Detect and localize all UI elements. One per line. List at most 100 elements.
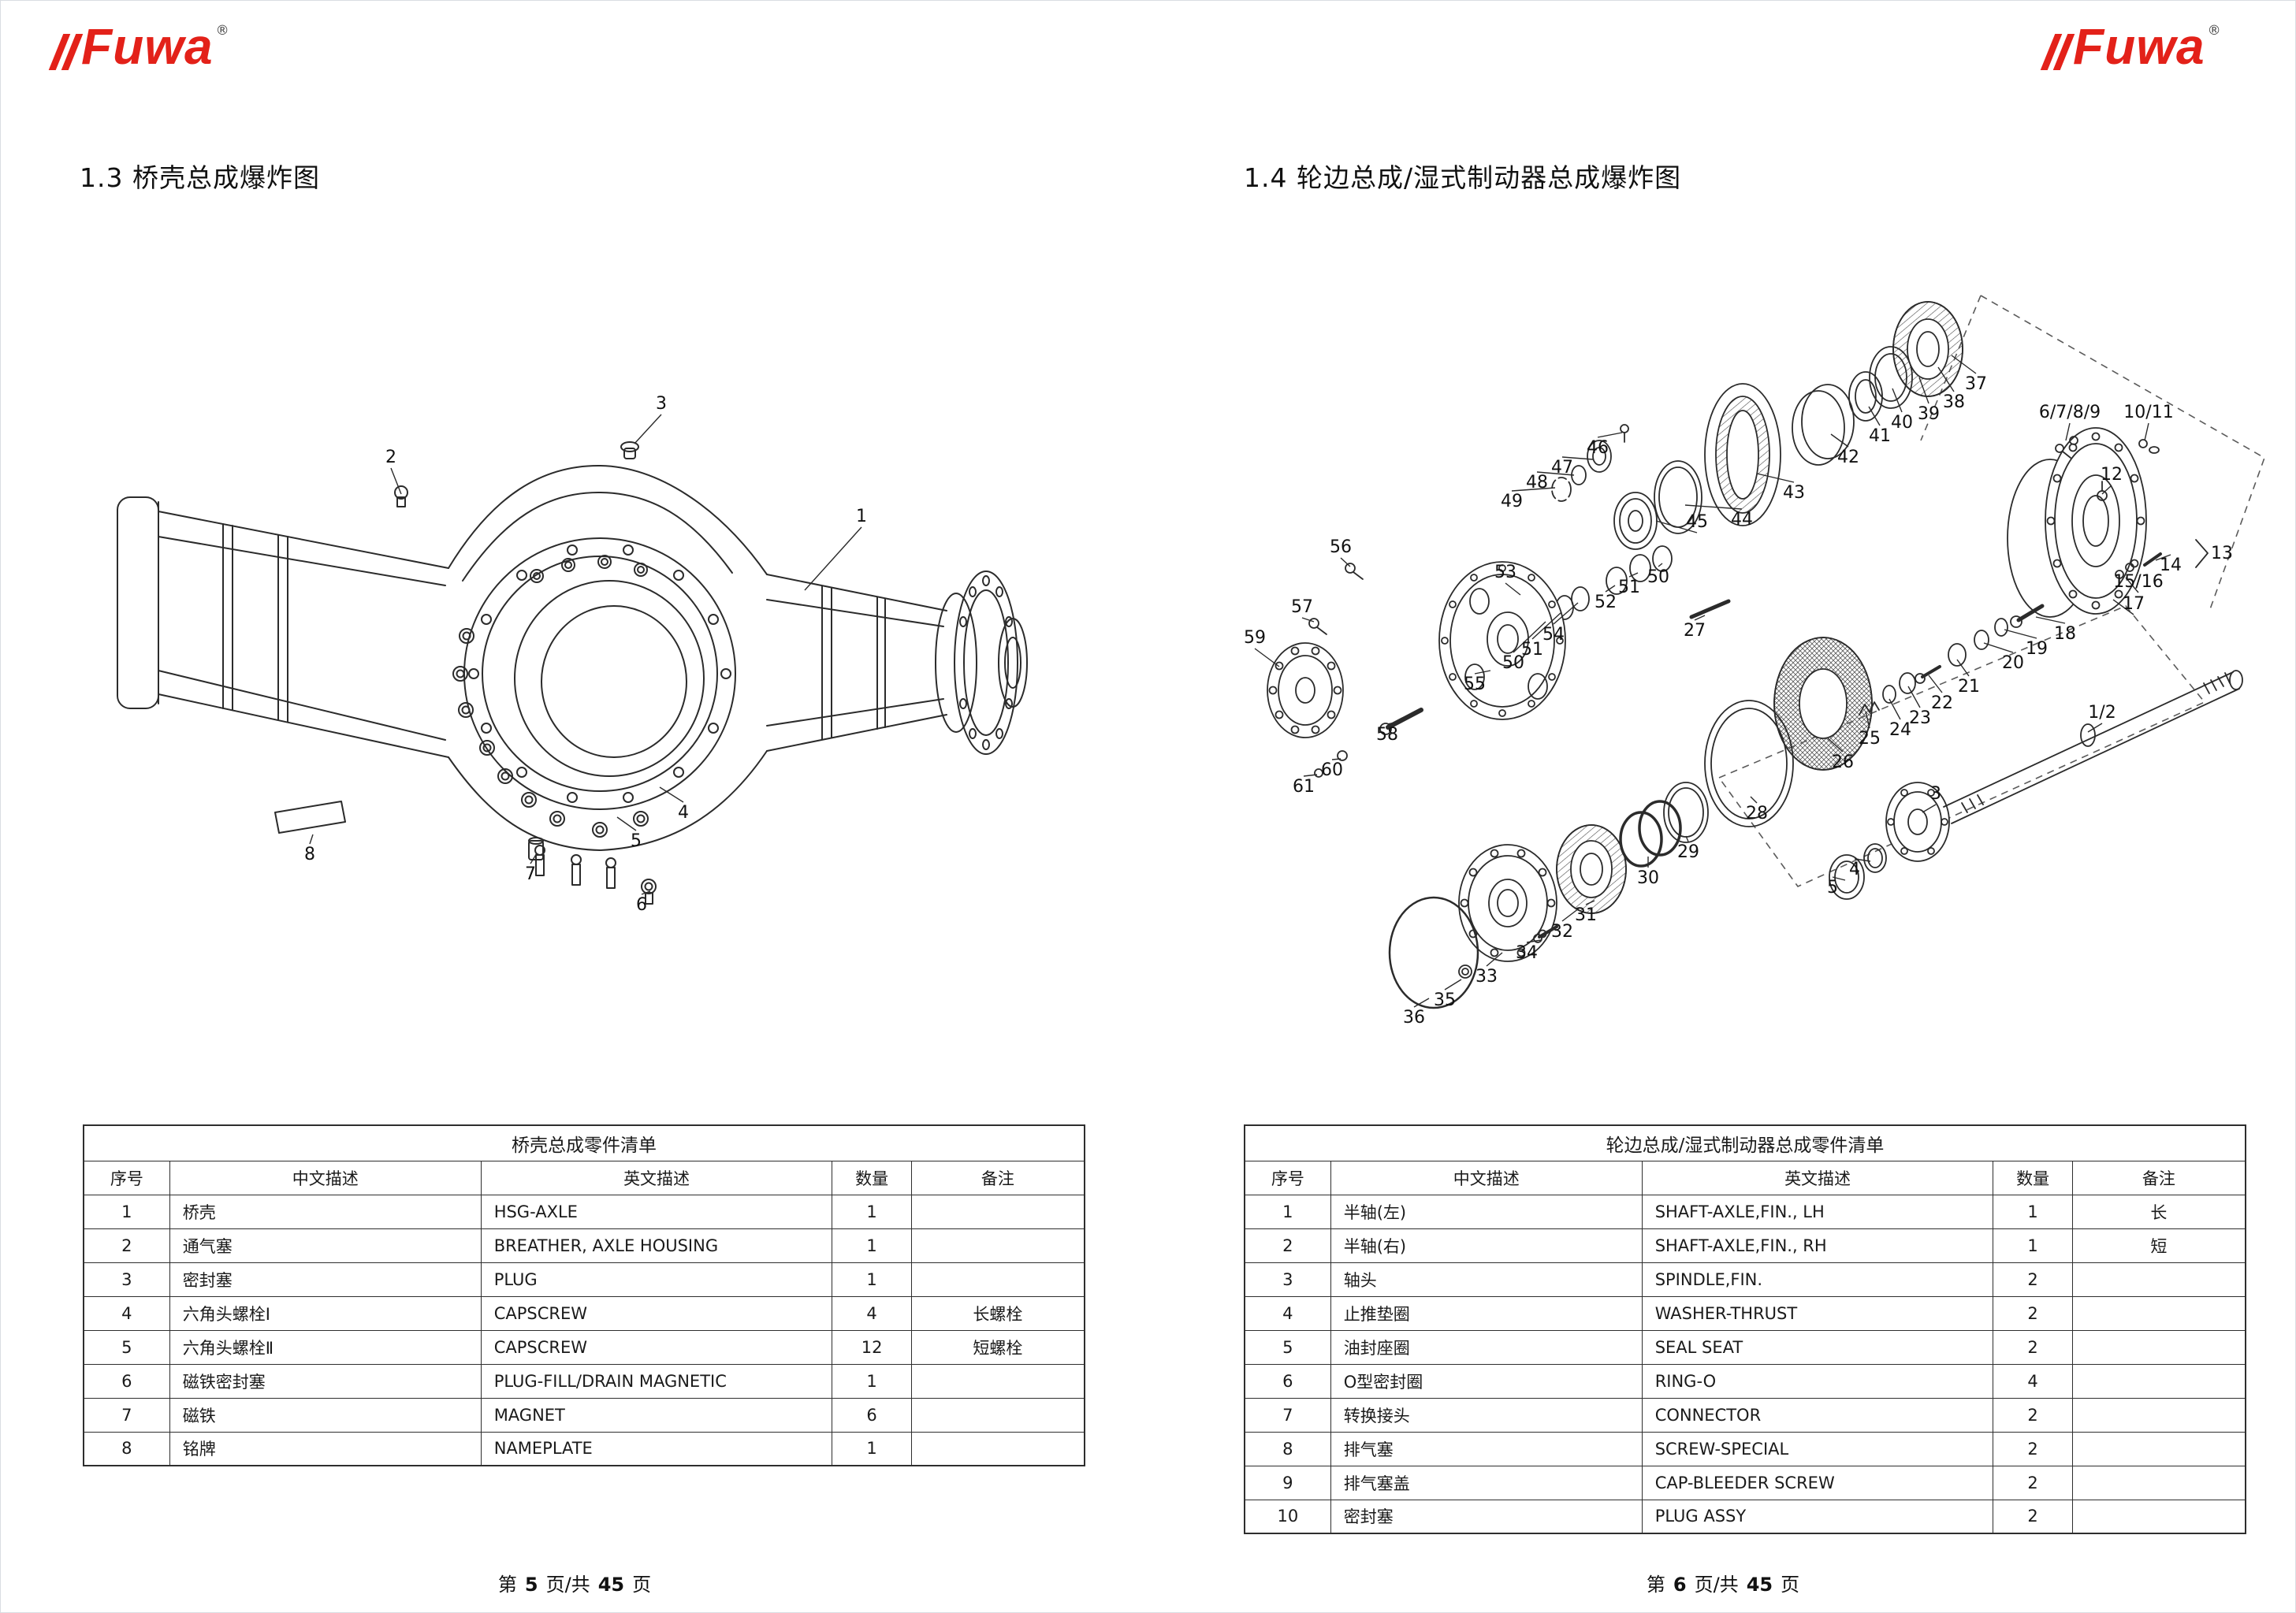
table-title-row: 桥壳总成零件清单: [83, 1124, 1085, 1161]
table-cell: 六角头螺栓Ⅱ: [169, 1329, 482, 1365]
table-cell: SPINDLE,FIN.: [1641, 1262, 1994, 1297]
table-cell: [2071, 1295, 2246, 1331]
callout-number: 53: [1494, 563, 1516, 582]
footer-text: 页/共: [545, 1574, 590, 1596]
table-cell: 12: [832, 1329, 912, 1365]
table-cell: 排气塞盖: [1330, 1465, 1643, 1500]
callout-leader: [390, 467, 402, 495]
table-cell: SEAL SEAT: [1641, 1329, 1994, 1365]
callout-number: 54: [1542, 625, 1565, 645]
callout-leader: [1386, 721, 1399, 725]
table-cell: 磁铁密封塞: [169, 1363, 482, 1399]
callout-leader: [1628, 572, 1639, 578]
table-cell: 密封塞: [169, 1262, 482, 1297]
callout-leader: [1511, 487, 1556, 492]
table-cell: 转换接头: [1330, 1397, 1643, 1433]
table-header-row: 序号 中文描述 英文描述 数量 备注: [1244, 1160, 2246, 1195]
callout-leader: [2112, 599, 2134, 615]
table-cell: 2: [1993, 1262, 2073, 1297]
callout-leader: [1505, 582, 1521, 596]
callout-leader: [1956, 659, 1970, 677]
left-page: Fuwa ® 1.3 桥壳总成爆炸图: [1, 1, 1148, 1612]
callout-number: 25: [1859, 729, 1881, 749]
callout-leader: [1827, 738, 1844, 753]
fuwa-logo-bars-icon: [48, 34, 84, 70]
table-cell: 1: [832, 1228, 912, 1263]
fuwa-logo-bars-icon: [2040, 34, 2075, 70]
table-cell: [910, 1194, 1085, 1229]
col-header-qty: 数量: [832, 1160, 912, 1195]
table-cell: 六角头螺栓Ⅰ: [169, 1295, 482, 1331]
callout-number: 29: [1677, 842, 1699, 862]
footer-total-pages: 45: [597, 1574, 625, 1596]
callout-number: 33: [1475, 967, 1498, 987]
callout-number: 44: [1731, 510, 1753, 530]
callout-number: 36: [1403, 1008, 1425, 1028]
col-header-qty: 数量: [1993, 1160, 2073, 1195]
callout-number: 46: [1587, 438, 1609, 458]
callout-leader: [1892, 388, 1903, 413]
table-cell: HSG-AXLE: [480, 1194, 833, 1229]
table-cell: 1: [1993, 1194, 2073, 1229]
table-cell: PLUG ASSY: [1641, 1499, 1994, 1534]
table-header-row: 序号 中文描述 英文描述 数量 备注: [83, 1160, 1085, 1195]
table-cell: 2: [1993, 1499, 2073, 1534]
callout-leader: [1254, 648, 1280, 667]
table-cell: 8: [1244, 1431, 1331, 1466]
callout-number: 39: [1918, 404, 1940, 424]
table-cell: 3: [1244, 1262, 1331, 1297]
table-cell: [2071, 1465, 2246, 1500]
table-cell: 长: [2071, 1194, 2246, 1229]
table-cell: 排气塞: [1330, 1431, 1643, 1466]
registered-mark: ®: [215, 23, 229, 39]
callout-leader: [1922, 804, 1937, 813]
footer-text: 页: [632, 1574, 652, 1596]
callout-number: 40: [1891, 413, 1913, 433]
table-cell: 9: [1244, 1465, 1331, 1500]
table-cell: PLUG-FILL/DRAIN MAGNETIC: [480, 1363, 833, 1399]
table-cell: 1: [1993, 1228, 2073, 1263]
callout-number: 34: [1516, 943, 1538, 963]
callout-leader: [1868, 406, 1881, 426]
callout-number: 55: [1464, 675, 1486, 694]
table-cell: NAMEPLATE: [480, 1431, 833, 1466]
table-cell: 密封塞: [1330, 1499, 1643, 1534]
callout-number: 49: [1501, 492, 1523, 511]
callout-leader: [1865, 711, 1870, 729]
table-cell: 半轴(右): [1330, 1228, 1643, 1263]
callout-leader: [1983, 642, 2014, 653]
footer-text: 第: [1646, 1574, 1665, 1596]
table-cell: 10: [1244, 1499, 1331, 1534]
callout-number: 15/16: [2113, 572, 2163, 592]
callout-leader: [1444, 979, 1462, 990]
callout-leader: [616, 816, 637, 831]
table-cell: 2: [1993, 1397, 2073, 1433]
callout-number: 60: [1321, 760, 1343, 780]
callout-number: 50: [1647, 567, 1669, 587]
callout-number: 45: [1686, 512, 1708, 532]
callout-leader: [1937, 366, 1955, 392]
callout-number: 13: [2211, 544, 2233, 563]
callout-number: 37: [1965, 374, 1987, 394]
table-cell: 止推垫圈: [1330, 1295, 1643, 1331]
callout-number: 6/7/8/9: [2039, 403, 2101, 422]
table-cell: [910, 1262, 1085, 1297]
callout-number: 18: [2054, 624, 2076, 644]
callout-number: 1/2: [2088, 703, 2116, 723]
callout-leader: [1536, 471, 1575, 476]
callout-leader: [1854, 858, 1871, 862]
table-title-row: 轮边总成/湿式制动器总成零件清单: [1244, 1124, 2246, 1161]
table-cell: 4: [832, 1295, 912, 1331]
col-header-cn: 中文描述: [169, 1160, 482, 1195]
callout-number: 22: [1931, 693, 1953, 713]
callout-leader: [1832, 876, 1846, 881]
